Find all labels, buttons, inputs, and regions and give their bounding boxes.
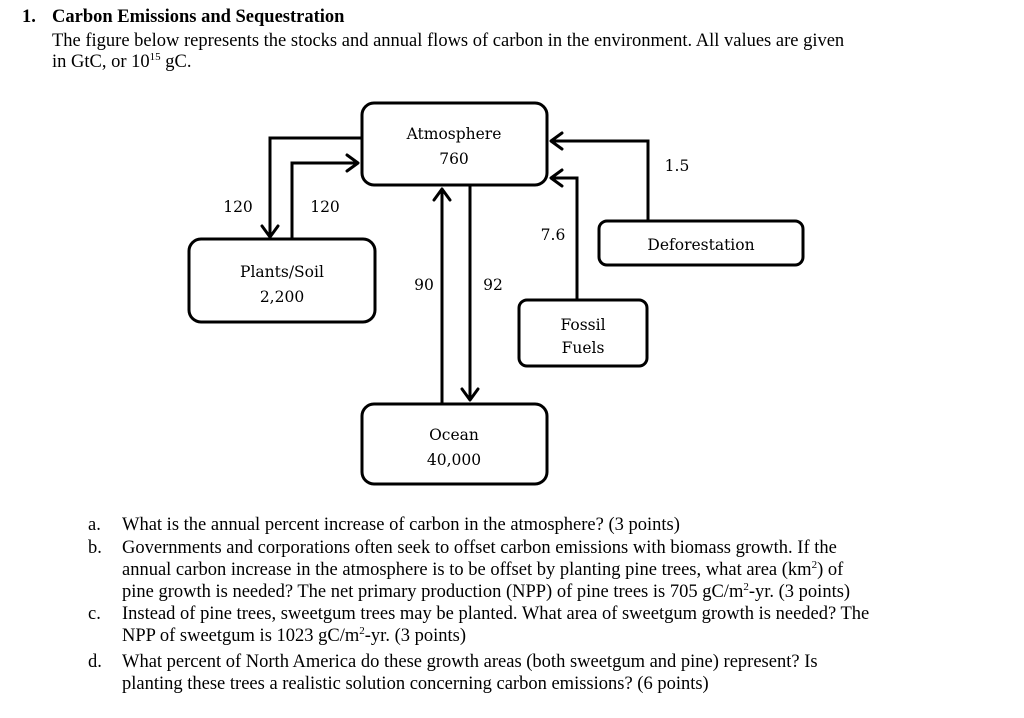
text: annual carbon increase in the atmosphere…: [122, 560, 812, 580]
flow-label-atm-to-ocean: 92: [483, 276, 503, 294]
arrowhead-left-icon: [549, 131, 564, 151]
flow-fossil-to-atm: [551, 176, 579, 300]
exponent: 2: [743, 581, 749, 593]
arrowhead-left-icon: [549, 168, 564, 188]
fossil-fuels-box: [517, 298, 649, 368]
text: pine growth is needed? The net primary p…: [122, 582, 744, 602]
intro-line-1: The figure below represents the stocks a…: [52, 31, 845, 51]
text: ) of: [817, 560, 844, 580]
intro-text: gC.: [160, 52, 192, 72]
exponent: 15: [149, 51, 161, 63]
question-d-line: What percent of North America do these g…: [122, 652, 818, 672]
flow-label-atm-to-plants: 120: [223, 198, 253, 216]
flow-label-ocean-to-atm: 90: [414, 276, 434, 294]
intro-text: in GtC, or 10: [52, 52, 150, 72]
arrowhead-down-icon: [460, 387, 480, 402]
arrowhead-down-icon: [260, 224, 280, 239]
question-c-line: NPP of sweetgum is 1023 gC/m2-yr. (3 poi…: [122, 626, 466, 647]
question-c-letter: c.: [88, 604, 101, 624]
deforestation-label: Deforestation: [647, 236, 754, 254]
fossil-label: Fossil: [560, 316, 605, 334]
atmosphere-value: 760: [439, 150, 469, 168]
question-c-line: Instead of pine trees, sweetgum trees ma…: [122, 604, 870, 624]
plants-soil-box: [187, 237, 377, 324]
flow-atm-to-plants: [268, 136, 362, 237]
flow-label-fossil: 7.6: [541, 226, 566, 244]
plants-soil-label: Plants/Soil: [240, 263, 324, 281]
question-a-text: What is the annual percent increase of c…: [122, 515, 680, 535]
ocean-value: 40,000: [427, 451, 481, 469]
text: NPP of sweetgum is 1023 gC/m: [122, 626, 360, 646]
intro-line-2: in GtC, or 1015 gC.: [52, 52, 191, 73]
question-a-letter: a.: [88, 515, 101, 535]
atmosphere-label: Atmosphere: [406, 125, 502, 143]
fuels-label: Fuels: [562, 339, 605, 357]
question-b-letter: b.: [88, 538, 102, 558]
section-title: Carbon Emissions and Sequestration: [52, 7, 345, 27]
question-d-line: planting these trees a realistic solutio…: [122, 674, 709, 694]
question-number: 1.: [22, 7, 36, 27]
plants-soil-value: 2,200: [260, 288, 304, 306]
flow-plants-to-atm: [290, 161, 358, 239]
question-b-line: annual carbon increase in the atmosphere…: [122, 560, 843, 581]
atmosphere-box: [360, 101, 549, 187]
question-b-line: pine growth is needed? The net primary p…: [122, 582, 850, 603]
deforestation-box: [597, 219, 805, 267]
ocean-box: [360, 402, 549, 486]
arrowhead-up-icon: [432, 187, 452, 202]
flow-deforestation-to-atm: [551, 139, 650, 221]
question-d-letter: d.: [88, 652, 102, 672]
text: -yr. (3 points): [748, 582, 851, 602]
question-b-line: Governments and corporations often seek …: [122, 538, 837, 558]
text: -yr. (3 points): [364, 626, 466, 646]
exponent: 2: [359, 625, 365, 637]
flow-label-plants-to-atm: 120: [310, 198, 340, 216]
exponent: 2: [811, 559, 818, 571]
ocean-label: Ocean: [429, 426, 479, 444]
arrowhead-right-icon: [345, 153, 360, 173]
flow-label-deforestation: 1.5: [665, 157, 690, 175]
